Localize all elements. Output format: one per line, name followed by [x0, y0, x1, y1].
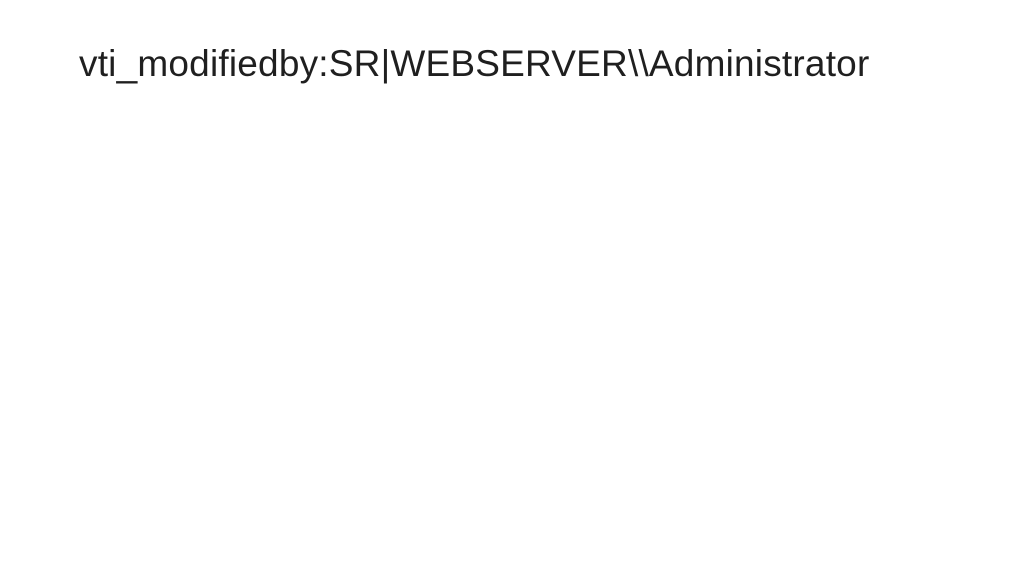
slide-title: vti_modifiedby:SR|WEBSERVER\\Administrat… [79, 43, 870, 84]
